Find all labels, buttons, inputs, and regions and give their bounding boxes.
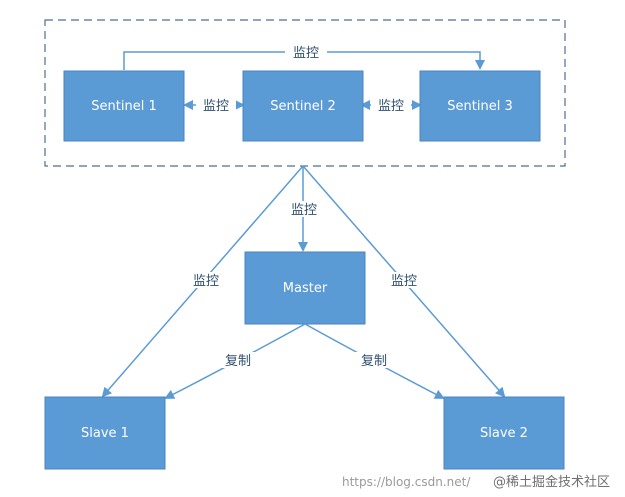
node-label-sentinel-2: Sentinel 2 bbox=[270, 99, 335, 114]
node-master: Master bbox=[244, 251, 366, 325]
node-label-slave-1: Slave 1 bbox=[81, 426, 129, 441]
watermark-brand: @稀土掘金技术社区 bbox=[493, 474, 610, 490]
edge-label-monitor-s2-s3: 监控 bbox=[378, 99, 404, 114]
node-label-sentinel-3: Sentinel 3 bbox=[447, 99, 512, 114]
node-label-master: Master bbox=[283, 281, 328, 296]
edge-label-monitor-top: 监控 bbox=[293, 46, 319, 61]
edge-label-monitor-master: 监控 bbox=[291, 203, 317, 218]
node-sentinel-1: Sentinel 1 bbox=[63, 70, 185, 142]
edge-label-monitor-slave1: 监控 bbox=[193, 274, 219, 289]
node-sentinel-3: Sentinel 3 bbox=[419, 70, 541, 142]
edge-label-replicate-slave1: 复制 bbox=[225, 354, 251, 369]
node-slave-1: Slave 1 bbox=[44, 396, 166, 470]
edge-label-monitor-s1-s2: 监控 bbox=[203, 99, 229, 114]
node-sentinel-2: Sentinel 2 bbox=[242, 70, 364, 142]
sentinel-group-border bbox=[44, 19, 566, 167]
node-slave-2: Slave 2 bbox=[443, 396, 565, 470]
watermark-url: https://blog.csdn.net/ bbox=[342, 475, 471, 489]
node-label-sentinel-1: Sentinel 1 bbox=[91, 99, 156, 114]
node-label-slave-2: Slave 2 bbox=[480, 426, 528, 441]
edge-label-replicate-slave2: 复制 bbox=[361, 354, 387, 369]
edge-label-monitor-slave2: 监控 bbox=[391, 274, 417, 289]
